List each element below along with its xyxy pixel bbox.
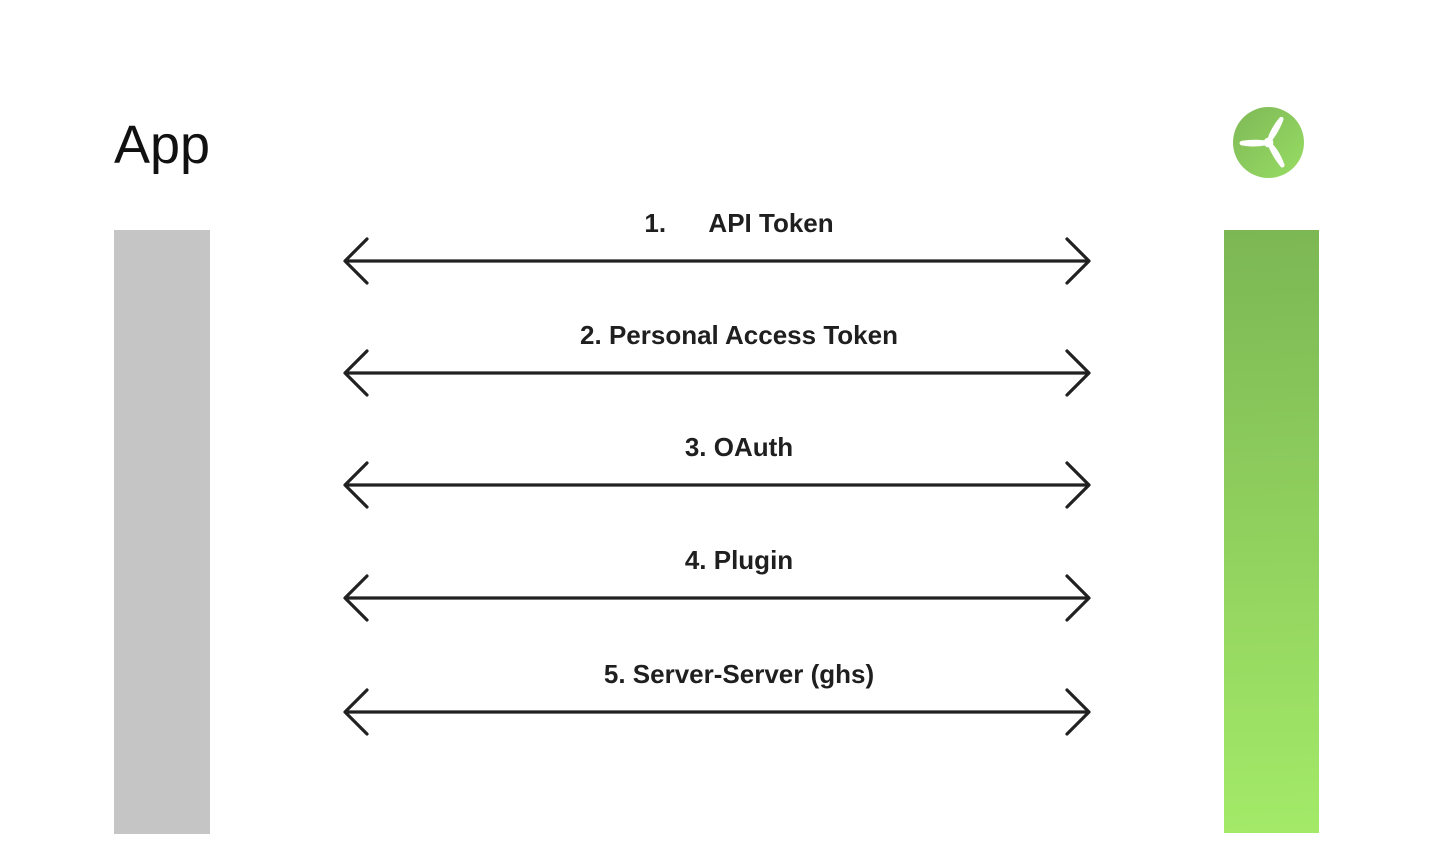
connection-row-2: 2. Personal Access Token (342, 321, 1092, 401)
connection-label: 3. OAuth (684, 432, 794, 462)
connection-label: 2. Personal Access Token (580, 320, 898, 350)
bidirectional-arrow (343, 461, 1091, 509)
app-lifeline-bar (114, 230, 210, 834)
service-lifeline-bar (1224, 230, 1319, 833)
bidirectional-arrow (343, 688, 1091, 736)
bidirectional-arrow (343, 237, 1091, 285)
propeller-blades (1239, 116, 1285, 168)
connection-row-5: 5. Server-Server (ghs) (342, 660, 1092, 740)
bidirectional-arrow (343, 349, 1091, 397)
connection-label: 1. API Token (644, 208, 834, 238)
app-title: App (114, 115, 211, 175)
propeller-logo-icon (1233, 107, 1304, 178)
connection-row-3: 3. OAuth (342, 433, 1092, 513)
bidirectional-arrow (343, 574, 1091, 622)
connection-row-1: 1. API Token (342, 209, 1092, 289)
connection-label: 4. Plugin (684, 545, 794, 575)
connection-label: 5. Server-Server (ghs) (603, 659, 875, 689)
connection-row-4: 4. Plugin (342, 546, 1092, 626)
